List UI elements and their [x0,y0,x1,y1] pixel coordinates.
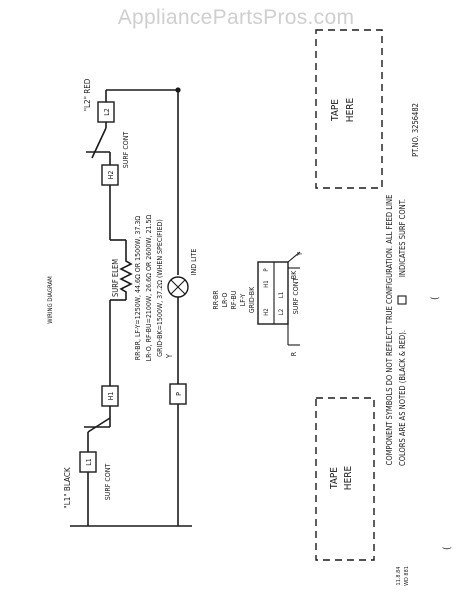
surf-elem-label: SURF ELEM [111,259,120,297]
diagram-title: WIRING DIAGRAM [47,276,54,324]
watermark-text: AppliancePartsPros.com [117,6,355,29]
color-code-lr: LR-O [221,292,229,307]
surf-cont-indicator-symbol [397,295,407,305]
color-code-grid: GRID-BK [248,286,256,313]
l2-red-label: "L2" RED [83,78,92,111]
tape-here-box-top [315,29,383,189]
wire-y-label: Y [165,353,174,359]
tape-here-box-bottom [315,397,375,561]
h1-terminal-label: H1 [107,392,115,401]
detail-p-label: P [263,268,270,272]
l2-switch-blade [91,127,107,159]
p-terminal-label: P [175,392,183,396]
margin-mark-top: ( [430,296,441,300]
tape-here-bottom-line-2: HERE [343,465,354,490]
tape-here-top-line-2: HERE [345,97,356,122]
l1-black-label: "L1" BLACK [63,467,72,508]
element-rating-line-2: LR-O, RF-BU=2100W, 26.6Ω OR 2600W, 21.5Ω [145,214,153,361]
note-line-1: COMPONENT SYMBOLS DO NOT REFLECT TRUE CO… [385,195,394,466]
detail-y-lead [287,251,301,263]
detail-h2-label: H2 [263,308,270,316]
color-code-lf: LF-Y [239,294,247,307]
date-code: 11.8.84 [396,567,402,586]
detail-y-label: Y [296,252,304,257]
doc-code: WD 881 [404,566,410,586]
detail-r-label: R [290,351,298,356]
part-number: PT.NO. 3256482 [411,103,420,157]
surface-element-resistor [119,255,133,300]
surf-cont-label-l2: SURF CONT [122,132,130,169]
ind-lite-label: IND LITE [190,249,198,276]
tape-here-bottom-line-1: TAPE [329,467,340,490]
l1-switch-blade [87,417,111,433]
l2-terminal-label: L2 [103,108,111,116]
margin-mark-bottom: ( [442,546,453,550]
surf-cont-detail-box [257,261,289,325]
element-rating-line-3: GRID-BK=1500W, 37.2Ω (WHEN SPECIFIED) [156,219,164,357]
color-code-rf: RF-BU [230,290,238,309]
detail-bk-label: BK [290,270,298,279]
color-code-rr: RR-BR [212,290,220,310]
detail-l1-label: L1 [278,292,285,298]
detail-surf-cont-label: SURF CONT [292,278,300,315]
indicator-light-cross-2 [170,279,186,295]
surf-cont-label-l1: SURF CONT [104,464,112,501]
element-rating-line-1: RR-BR, LF-Y=1250W, 44.6Ω OR 1500W, 37.3Ω [134,216,142,361]
detail-h1-label: H1 [263,280,270,288]
detail-l2-label: L2 [278,309,285,315]
tape-here-top-line-1: TAPE [330,99,341,122]
note-line-2: COLORS ARE AS NOTED (BLACK & RED). [398,330,407,466]
l1-terminal-label: L1 [85,458,93,466]
h2-terminal-label: H2 [107,171,115,180]
note-line-3: INDICATES SURF CONT. [398,199,407,277]
